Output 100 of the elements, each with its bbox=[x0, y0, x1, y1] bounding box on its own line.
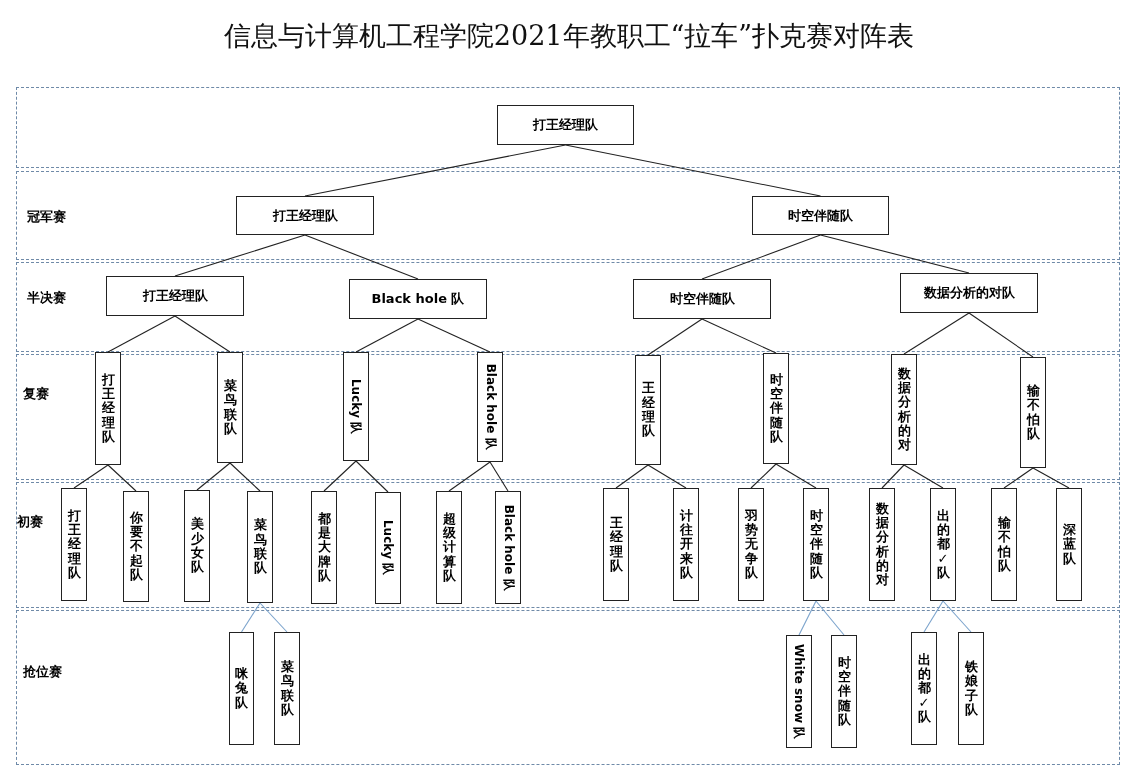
team-name: 计往开来队 bbox=[679, 508, 693, 581]
bracket-line bbox=[923, 600, 944, 633]
bracket-line bbox=[355, 460, 389, 493]
bracket-line bbox=[701, 318, 777, 354]
bracket-line bbox=[647, 318, 703, 356]
team-name: 深蓝队 bbox=[1062, 523, 1076, 566]
team-box bbox=[343, 352, 369, 461]
stage-band bbox=[16, 354, 1120, 480]
team-name: 菜鸟联队 bbox=[280, 659, 294, 718]
team-name: Black hole 队 bbox=[501, 504, 515, 591]
stage-band bbox=[16, 171, 1120, 260]
team-name: 数据分析的对 bbox=[875, 501, 889, 588]
bracket-line bbox=[903, 312, 970, 355]
stage-band bbox=[16, 87, 1120, 168]
team-name: 输不怕队 bbox=[1026, 383, 1040, 442]
team-name: 打王经理队 bbox=[533, 116, 598, 134]
bracket-line bbox=[323, 460, 357, 492]
team-box bbox=[786, 635, 812, 748]
team-box bbox=[497, 105, 634, 145]
team-box bbox=[436, 491, 462, 604]
bracket-line bbox=[564, 144, 822, 197]
team-name: 超级计算队 bbox=[442, 511, 456, 584]
team-box bbox=[633, 279, 771, 319]
bracket-line bbox=[107, 464, 137, 492]
bracket-line bbox=[489, 461, 509, 492]
team-name: 出的都✓队 bbox=[936, 508, 950, 581]
team-box bbox=[236, 196, 374, 235]
stage-band bbox=[16, 262, 1120, 352]
team-name: 美少女队 bbox=[190, 517, 204, 575]
team-box bbox=[891, 354, 917, 465]
team-box bbox=[349, 279, 487, 319]
team-box bbox=[229, 632, 254, 745]
team-box bbox=[958, 632, 984, 745]
team-box bbox=[635, 355, 661, 465]
team-name: 打王经理队 bbox=[67, 508, 81, 581]
team-name: 羽势无争队 bbox=[744, 508, 758, 581]
stage-band bbox=[16, 482, 1120, 608]
team-name: 时空伴随队 bbox=[788, 206, 853, 225]
stage-band bbox=[16, 610, 1120, 765]
bracket-line bbox=[615, 464, 649, 489]
team-name: 王经理队 bbox=[609, 515, 623, 574]
stage-label: 抢位赛 bbox=[23, 663, 62, 681]
team-box bbox=[803, 488, 829, 601]
team-name: Black hole 队 bbox=[483, 364, 497, 450]
team-name: 出的都✓队 bbox=[917, 652, 931, 725]
bracket-line bbox=[240, 602, 261, 633]
bracket-line bbox=[107, 315, 176, 353]
title: 信息与计算机工程学院2021年教职工“拉车”扑克赛对阵表 bbox=[222, 19, 916, 53]
team-box bbox=[311, 491, 337, 604]
team-box bbox=[217, 352, 243, 463]
bracket-line bbox=[968, 312, 1034, 358]
team-name: 你要不起队 bbox=[129, 510, 143, 583]
team-box bbox=[900, 273, 1038, 313]
bracket-line bbox=[798, 600, 817, 636]
team-box bbox=[831, 635, 857, 748]
team-box bbox=[991, 488, 1017, 601]
bracket-line bbox=[1003, 467, 1034, 489]
team-name: White snow 队 bbox=[792, 643, 806, 740]
team-name: 打王经理队 bbox=[101, 372, 115, 445]
team-box bbox=[477, 352, 503, 462]
bracket-line bbox=[647, 464, 687, 489]
team-box bbox=[1020, 357, 1046, 468]
bracket-line bbox=[417, 318, 491, 353]
team-box bbox=[930, 488, 956, 601]
team-box bbox=[911, 632, 937, 745]
team-name: 打王经理队 bbox=[142, 287, 208, 305]
team-name: 菜鸟联队 bbox=[253, 518, 267, 576]
bracket-line bbox=[174, 315, 231, 353]
bracket-line bbox=[942, 600, 972, 633]
team-name: 时空伴随队 bbox=[809, 508, 823, 581]
team-name: 时空伴随队 bbox=[837, 655, 851, 728]
team-box bbox=[95, 352, 121, 465]
bracket-line bbox=[229, 462, 261, 492]
team-box bbox=[495, 491, 521, 604]
bracket-line bbox=[750, 463, 777, 489]
team-box bbox=[123, 491, 149, 602]
team-box bbox=[603, 488, 629, 601]
team-box bbox=[61, 488, 87, 601]
team-box bbox=[274, 632, 300, 745]
team-box bbox=[752, 196, 889, 235]
bracket-line bbox=[448, 461, 491, 492]
team-name: 咪兔队 bbox=[235, 667, 248, 710]
stage-label: 半决赛 bbox=[27, 289, 66, 307]
team-box bbox=[106, 276, 244, 316]
team-box bbox=[869, 488, 895, 601]
team-name: 输不怕队 bbox=[997, 515, 1011, 574]
bracket-line bbox=[775, 463, 817, 489]
team-name: 都是大牌队 bbox=[317, 511, 331, 584]
team-name: Lucky 队 bbox=[349, 378, 363, 435]
stage-label: 复赛 bbox=[23, 385, 49, 403]
team-box bbox=[763, 353, 789, 464]
stage-label: 初赛 bbox=[17, 513, 43, 531]
team-box bbox=[1056, 488, 1082, 601]
team-box bbox=[247, 491, 273, 603]
team-name: Black hole 队 bbox=[371, 290, 465, 308]
bracket-line bbox=[259, 602, 288, 633]
team-name: 打王经理队 bbox=[272, 206, 338, 225]
team-name: 数据分析的对队 bbox=[923, 284, 1015, 302]
bracket-line bbox=[304, 144, 567, 197]
team-box bbox=[738, 488, 764, 601]
